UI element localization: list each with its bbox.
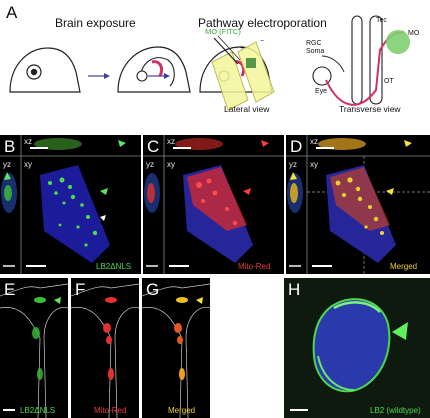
panel-b-image <box>0 135 141 274</box>
mo-label: MO <box>408 30 420 37</box>
panel-h-micrograph <box>312 298 408 393</box>
injection-needle <box>213 35 241 65</box>
panel-b-yz-scale-bar <box>3 265 15 267</box>
transverse-view-diagram <box>312 15 410 106</box>
minus-sign: − <box>260 38 265 45</box>
panel-d-micrograph <box>286 135 430 274</box>
embryo-head-1 <box>9 47 81 93</box>
panel-c-image <box>143 135 284 274</box>
panel-b-xy-label: xy <box>24 160 32 169</box>
panel-b-micrograph <box>0 135 141 274</box>
eye-label: Eye <box>315 88 328 95</box>
electrode-plates <box>211 41 275 111</box>
tec-label: Tec <box>376 17 387 24</box>
panel-b-channel-label: LB2ΔNLS <box>96 262 132 271</box>
panel-c-xz-label: xz <box>167 137 175 146</box>
ot-label: OT <box>384 78 394 85</box>
panel-g-micrograph <box>142 283 210 418</box>
arrow-right-icon <box>88 73 110 79</box>
panel-c-channel-label: Mito-Red <box>238 262 271 271</box>
panel-f-image <box>71 278 139 418</box>
panel-c-yz-scale-bar <box>146 265 158 267</box>
panel-e-micrograph <box>0 283 68 418</box>
panel-a-label: A <box>6 3 18 22</box>
panel-b-label: B <box>4 137 16 156</box>
arrow-2-real-icon <box>148 73 170 79</box>
panel-e-channel-label: LB2ΔNLS <box>20 406 56 415</box>
panel-g-channel-label: Merged <box>168 406 196 415</box>
panel-e-label: E <box>4 280 16 299</box>
panel-c-xz-scale-bar <box>173 147 191 149</box>
panel-d-image <box>286 135 430 274</box>
panel-b-xz-scale-bar <box>30 147 48 149</box>
panel-d-yz-label: yz <box>289 160 297 169</box>
panel-b-yz-label: yz <box>3 160 11 169</box>
panel-h-label: H <box>288 280 301 299</box>
panel-b-xz-label: xz <box>24 137 32 146</box>
panel-d-xy-label: xy <box>310 160 318 169</box>
panel-c-scale-bar <box>169 265 189 267</box>
panel-h-scale-bar <box>290 409 308 411</box>
panel-f-label: F <box>75 280 86 299</box>
panel-h-channel-label: LB2 (wildtype) <box>370 406 421 415</box>
panel-d-label: D <box>290 137 303 156</box>
panel-e-scale-bar <box>3 409 15 411</box>
embryo-head-2-exposed <box>117 46 191 93</box>
mo-fitc-label: MO (FITC) <box>205 27 241 36</box>
panel-c-yz-label: yz <box>146 160 154 169</box>
panel-g-label: G <box>146 280 160 299</box>
plus-sign: + <box>240 45 245 52</box>
panel-f-channel-label: Mito-Red <box>94 406 127 415</box>
lateral-view-label: Lateral view <box>224 104 270 114</box>
panel-h-image <box>284 278 430 418</box>
soma-label: Soma <box>306 48 325 55</box>
panel-f-micrograph <box>71 283 139 418</box>
brain-exposure-title: Brain exposure <box>55 16 136 30</box>
panel-d-xz-scale-bar <box>316 147 334 149</box>
panel-c-micrograph <box>143 135 284 274</box>
panel-g-image <box>142 278 210 418</box>
transverse-view-label: Transverse view <box>339 104 401 114</box>
panel-c-xy-label: xy <box>167 160 175 169</box>
panel-c-label: C <box>147 137 160 156</box>
rgc-label: RGC <box>306 40 322 47</box>
panel-e-image <box>0 278 68 418</box>
panel-d-yz-scale-bar <box>289 265 301 267</box>
panel-d-channel-label: Merged <box>390 262 418 271</box>
panel-b-scale-bar <box>26 265 46 267</box>
pathway-electroporation-title: Pathway electroporation <box>198 16 327 30</box>
panel-d-scale-bar <box>312 265 332 267</box>
panel-a-schematic <box>9 15 410 111</box>
panel-d-xz-label: xz <box>310 137 318 146</box>
